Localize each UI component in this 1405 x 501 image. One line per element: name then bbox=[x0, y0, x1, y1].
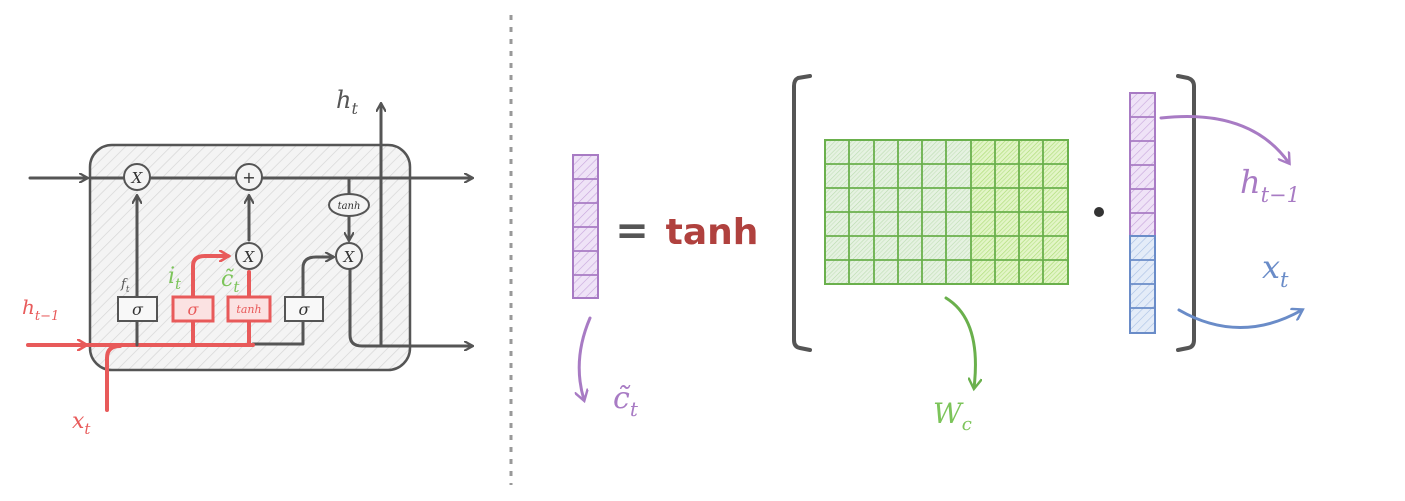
ct-label: c̃t bbox=[613, 381, 639, 421]
cell-tanh-op bbox=[328, 193, 370, 217]
output-mult-symbol: X bbox=[343, 248, 356, 266]
ct-arrow bbox=[579, 316, 592, 400]
label-hprev: ht−1 bbox=[22, 295, 59, 324]
candidate-gate-box bbox=[226, 295, 272, 323]
output-gate-box bbox=[284, 296, 324, 322]
left-bracket bbox=[792, 74, 812, 352]
equals-sign: = bbox=[615, 208, 649, 254]
lstm-cell: σ σ tanh σ X + X X tanh ht ht−1 xt ft it… bbox=[22, 86, 472, 438]
dot-operator bbox=[1094, 207, 1104, 217]
hprev-arrow bbox=[1159, 114, 1289, 163]
output-gate-arrow bbox=[301, 257, 333, 299]
wc-arrow bbox=[944, 296, 975, 388]
tanh-word: tanh bbox=[666, 212, 759, 253]
right-bracket bbox=[1176, 74, 1196, 352]
output-mult-op bbox=[335, 242, 363, 270]
wc-label: Wc bbox=[933, 397, 972, 435]
add-op bbox=[235, 163, 263, 191]
forget-mult-op bbox=[123, 163, 151, 191]
label-it: it bbox=[168, 264, 182, 293]
candidate-gate-tanh: tanh bbox=[236, 303, 261, 316]
output-gate-input-line bbox=[251, 319, 305, 346]
input-mult-symbol: X bbox=[243, 248, 256, 266]
forget-mult-symbol: X bbox=[131, 169, 144, 187]
add-symbol: + bbox=[242, 168, 255, 187]
forget-gate-box bbox=[117, 296, 158, 322]
xt-arrow bbox=[1177, 310, 1302, 329]
xt-label: xt bbox=[1262, 248, 1289, 292]
equation: c̃t = tanh bbox=[572, 74, 1302, 435]
input-gate-box bbox=[171, 295, 215, 323]
output-gate-sigma: σ bbox=[299, 300, 311, 319]
forget-gate-sigma: σ bbox=[132, 300, 144, 319]
label-xt: xt bbox=[72, 409, 91, 438]
xt-input-line bbox=[105, 344, 122, 412]
label-ct: c̃t bbox=[221, 267, 240, 296]
input-mult-op bbox=[235, 242, 263, 270]
hidden-output-line bbox=[348, 268, 472, 346]
ct-vector bbox=[572, 154, 599, 299]
cell-tanh-label: tanh bbox=[338, 201, 361, 212]
input-gate-sigma: σ bbox=[188, 300, 200, 319]
label-ft: ft bbox=[120, 277, 130, 295]
label-ht: ht bbox=[336, 86, 358, 118]
wc-matrix bbox=[824, 139, 1069, 285]
concat-vector bbox=[1129, 92, 1156, 334]
red-it-arrow bbox=[191, 256, 228, 298]
hprev-label: ht−1 bbox=[1240, 163, 1300, 207]
